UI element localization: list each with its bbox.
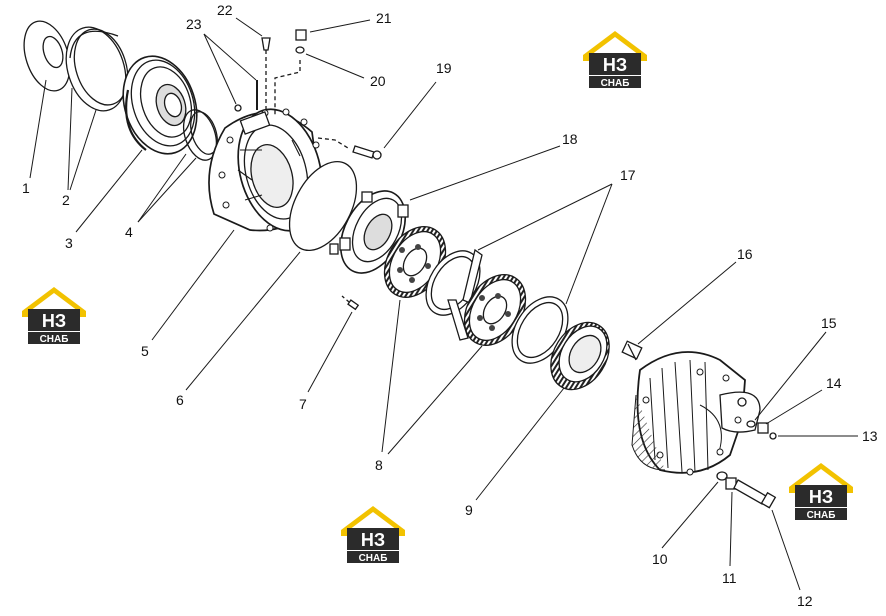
callout-17: 17: [620, 167, 636, 183]
part-19-bolt: [317, 137, 382, 160]
callout-13: 13: [862, 428, 878, 444]
watermark-logo-top-right: НЗ СНАБ: [583, 31, 647, 89]
callout-9: 9: [465, 502, 473, 518]
watermark-big-text: НЗ: [42, 311, 66, 331]
callout-18: 18: [562, 131, 578, 147]
callout-11: 11: [722, 570, 737, 586]
callout-15: 15: [821, 315, 837, 331]
callout-1: 1: [22, 180, 30, 196]
part-3-piston: [122, 55, 198, 155]
watermark-logo-bottom-right: НЗ СНАБ: [789, 463, 853, 521]
part-21-plug: [295, 29, 307, 41]
part-23-pins: [234, 80, 258, 112]
callout-21: 21: [376, 10, 392, 26]
part-5-brake-housing: [208, 108, 323, 232]
callout-labels: 1 2 3 4 5 6 7 8 9 10 11 12 13 14 15 16 1…: [22, 2, 878, 609]
callout-19: 19: [436, 60, 452, 76]
callout-7: 7: [299, 396, 307, 412]
part-20-seal: [295, 46, 305, 54]
watermark-big-text: НЗ: [603, 55, 627, 75]
brake-cover: [631, 351, 761, 476]
watermark-logo-bottom-center: НЗ СНАБ: [341, 506, 405, 564]
callout-2: 2: [62, 192, 70, 208]
part-9-toothed-ring: [550, 321, 610, 391]
part-12-bolt: [733, 479, 777, 509]
callout-23: 23: [186, 16, 202, 32]
callout-22: 22: [217, 2, 233, 18]
watermark-small-text: СНАБ: [359, 553, 388, 564]
watermark-small-text: СНАБ: [601, 78, 630, 89]
part-10-washer: [716, 471, 728, 481]
part-17-separator-plate-a: [425, 248, 483, 341]
part-7-pin: [341, 295, 360, 311]
part-2-seal-ring: [65, 26, 129, 112]
watermark-small-text: СНАБ: [40, 334, 69, 345]
callout-4: 4: [125, 224, 133, 240]
part-22-bleed-screw: [261, 37, 271, 51]
part-15-washer: [746, 420, 756, 428]
part-4-o-rings: [182, 109, 218, 161]
callout-12: 12: [797, 593, 813, 609]
callout-16: 16: [737, 246, 753, 262]
part-16-vent-plug: [621, 340, 643, 361]
callout-5: 5: [141, 343, 149, 359]
watermark-big-text: НЗ: [809, 487, 833, 507]
watermark-small-text: СНАБ: [807, 510, 836, 521]
callout-14: 14: [826, 375, 842, 391]
callout-6: 6: [176, 392, 184, 408]
part-17-separator-plate-b: [511, 296, 569, 364]
callout-3: 3: [65, 235, 73, 251]
callout-8: 8: [375, 457, 383, 473]
leader-lines: [29, 17, 858, 591]
callout-20: 20: [370, 73, 386, 89]
fitting-dash-lines: [265, 50, 301, 115]
part-14-nipple: [757, 422, 769, 434]
watermark-big-text: НЗ: [361, 530, 385, 550]
part-13-screw: [769, 432, 777, 440]
watermark-logo-left: НЗ СНАБ: [22, 287, 86, 345]
callout-10: 10: [652, 551, 668, 567]
